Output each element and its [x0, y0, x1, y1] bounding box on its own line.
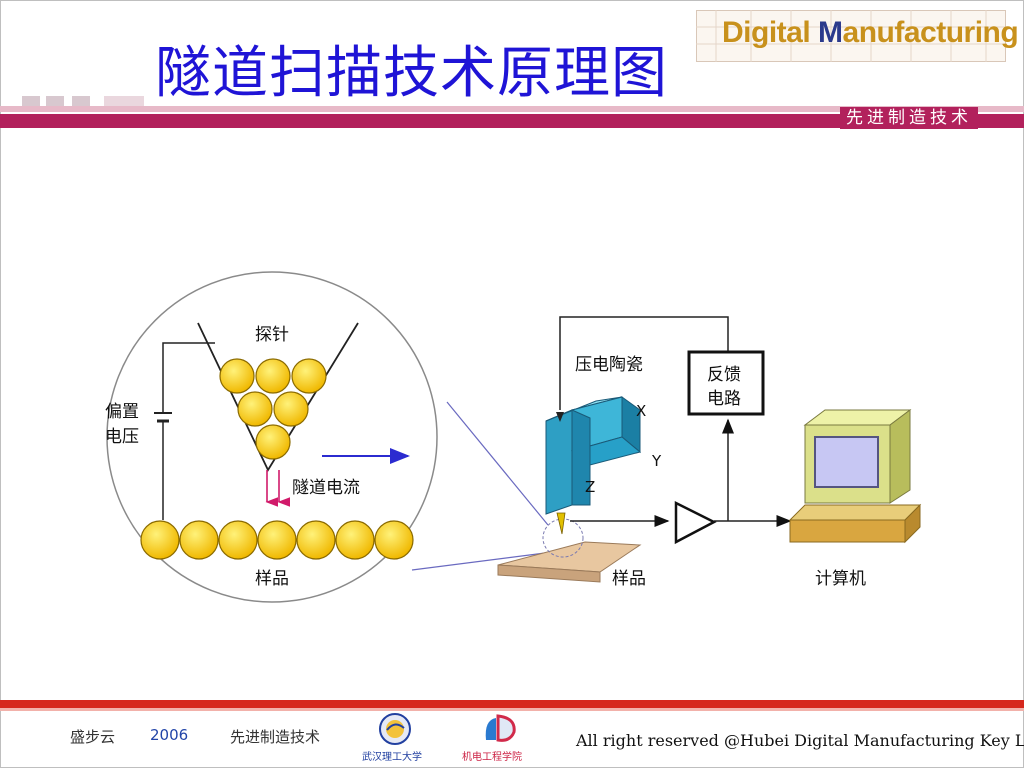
piezo-label: 压电陶瓷 — [575, 355, 643, 375]
axis-z-label: Z — [585, 478, 595, 496]
university-logo — [379, 713, 411, 745]
tunnel-current-label: 隧道电流 — [292, 478, 360, 498]
school-name: 机电工程学院 — [462, 752, 522, 763]
header-bar — [0, 114, 1024, 128]
school-logo — [485, 714, 516, 742]
axis-y-label: Y — [651, 452, 662, 470]
computer-label: 计算机 — [815, 569, 866, 589]
probe-atoms — [219, 358, 327, 460]
logo-wordmark: Digital Manufacturing — [722, 16, 1019, 49]
feedback-label-2: 电路 — [707, 389, 741, 409]
bias-label-1: 偏置 — [105, 402, 139, 422]
footer-bar-light — [0, 708, 1024, 711]
axis-x-label: X — [636, 402, 646, 420]
magnified-view — [106, 271, 438, 603]
sample-label-right: 样品 — [612, 569, 646, 589]
stm-scheme — [497, 316, 922, 583]
slide-title: 隧道扫描技术原理图 — [155, 41, 668, 106]
footer-author: 盛步云 — [70, 728, 116, 746]
footer-year: 2006 — [150, 726, 189, 744]
sample-label-left: 样品 — [255, 569, 289, 589]
bias-label-2: 电压 — [105, 427, 139, 447]
sample-atoms — [140, 520, 414, 560]
footer-bar — [0, 700, 1024, 708]
computer-icon — [788, 409, 922, 544]
copyright-text: All right reserved @Hubei Digital Manufa… — [576, 731, 1024, 750]
probe-label: 探针 — [255, 325, 289, 345]
logo-text: Digital Manufacturing — [722, 16, 1019, 50]
header-bar-light — [0, 106, 1024, 112]
university-name: 武汉理工大学 — [362, 752, 422, 763]
feedback-label-1: 反馈 — [707, 365, 741, 385]
logo-grid — [696, 10, 1006, 62]
footer-course: 先进制造技术 — [230, 728, 321, 746]
header-tag: 先进制造技术 — [840, 107, 978, 129]
